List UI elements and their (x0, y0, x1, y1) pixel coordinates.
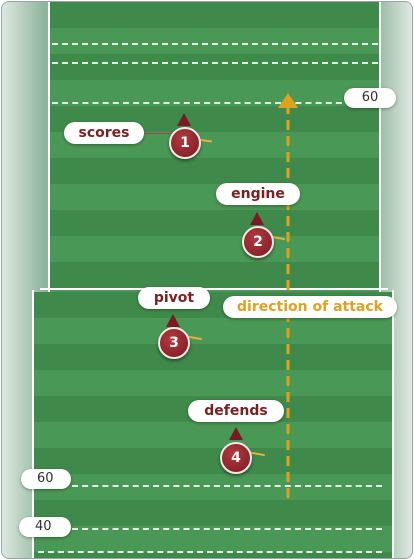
player-1: 1 (169, 127, 201, 159)
player-2: 2 (242, 226, 274, 258)
role-label-engine-text: engine (231, 186, 285, 202)
player-4: 4 (220, 442, 252, 474)
role-label-engine: engine (216, 183, 300, 205)
yard-marker-60-top-text: 60 (361, 90, 379, 105)
player-1-marker (177, 113, 191, 126)
player-4-number: 4 (231, 450, 241, 466)
yard-marker-60-top: 60 (344, 88, 396, 108)
attack-direction-label: direction of attack (223, 296, 397, 318)
left-touchline-lower (32, 290, 34, 558)
right-touchline-upper (379, 2, 381, 292)
dashed-line-60-bottom (72, 485, 382, 487)
playing-field-lower (32, 292, 394, 558)
player-3: 3 (158, 327, 190, 359)
player-2-marker (250, 212, 264, 225)
player-4-marker (229, 427, 243, 440)
role-label-scores-text: scores (78, 125, 130, 141)
player-1-number: 1 (180, 135, 190, 151)
leader-line-scores (144, 133, 174, 134)
player-3-marker (166, 314, 180, 327)
right-touchline-lower (392, 290, 394, 558)
yard-marker-60-bottom: 60 (21, 469, 71, 489)
role-label-defends: defends (188, 400, 284, 422)
yard-marker-60-bottom-text: 60 (37, 471, 54, 486)
yard-marker-40-text: 40 (35, 519, 52, 534)
dashed-line-1 (52, 43, 378, 45)
player-3-number: 3 (169, 335, 179, 351)
dashed-line-40 (72, 528, 382, 530)
role-label-pivot-text: pivot (153, 290, 195, 306)
dashed-line-2 (52, 62, 378, 64)
role-label-pivot: pivot (138, 287, 210, 309)
role-label-scores: scores (64, 122, 144, 144)
player-2-number: 2 (253, 234, 263, 250)
yard-marker-40: 40 (19, 517, 71, 537)
halfway-line (40, 288, 388, 290)
left-touchline-upper (48, 2, 50, 292)
dashed-line-60-top (52, 102, 352, 104)
attack-direction-text: direction of attack (237, 299, 383, 315)
dashed-line-bottom (38, 551, 382, 553)
role-label-defends-text: defends (204, 403, 268, 419)
